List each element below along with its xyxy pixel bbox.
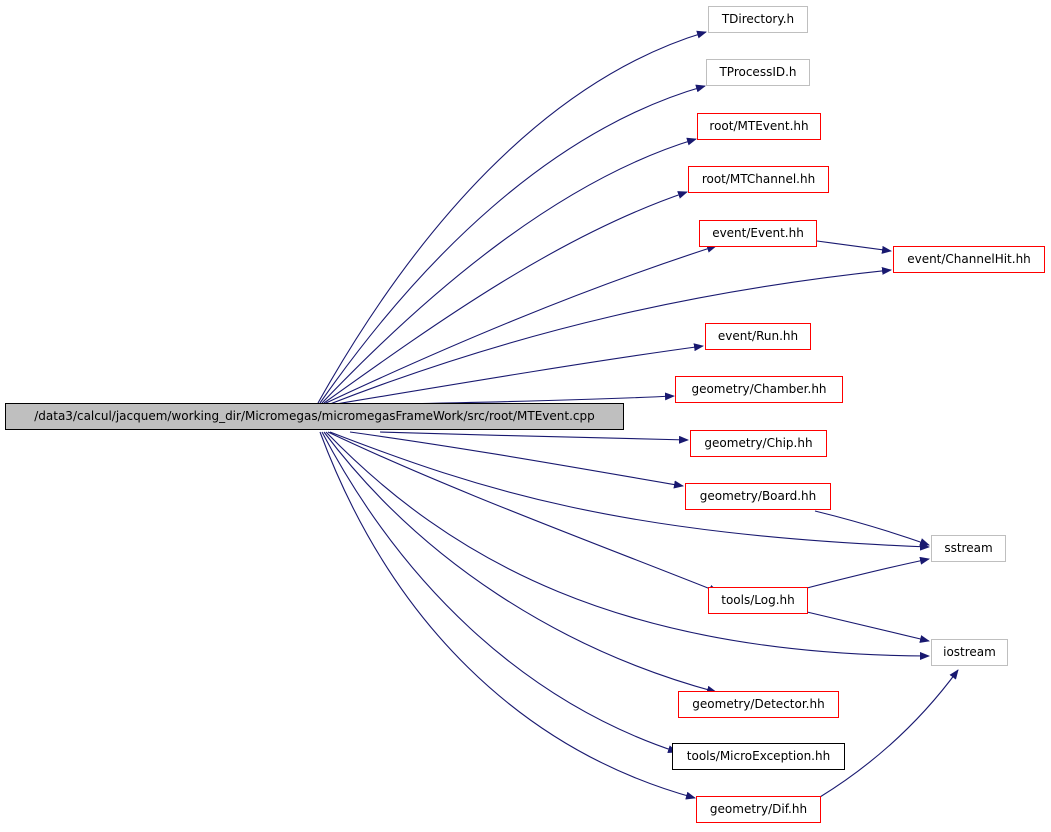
node-event-event[interactable]: event/Event.hh	[699, 220, 817, 247]
node-iostream[interactable]: iostream	[931, 639, 1008, 666]
node-geometry-dif[interactable]: geometry/Dif.hh	[696, 796, 821, 823]
edge-board-to-sstream	[814, 510, 930, 546]
node-tools-log[interactable]: tools/Log.hh	[708, 587, 808, 614]
node-sstream[interactable]: sstream	[931, 535, 1006, 562]
root-source-file-node: /data3/calcul/jacquem/working_dir/Microm…	[5, 403, 624, 430]
edge-root-to-tprocessid	[319, 84, 706, 404]
edge-root-to-channelhit	[329, 266, 892, 405]
edge-root-to-event	[325, 244, 717, 404]
node-event-channelhit[interactable]: event/ChannelHit.hh	[893, 246, 1045, 273]
edge-root-to-mtchannel	[323, 191, 688, 404]
edge-log-to-iostream	[806, 611, 930, 643]
node-geometry-detector[interactable]: geometry/Detector.hh	[678, 691, 839, 718]
node-tools-microexception[interactable]: tools/MicroException.hh	[672, 743, 845, 770]
node-geometry-board[interactable]: geometry/Board.hh	[685, 483, 831, 510]
node-root-mtevent[interactable]: root/MTEvent.hh	[697, 113, 821, 140]
edge-root-to-microexception	[321, 431, 678, 753]
edge-root-to-chip	[379, 431, 689, 444]
node-event-run[interactable]: event/Run.hh	[705, 323, 811, 350]
edge-root-to-board	[349, 431, 684, 489]
edge-log-to-sstream	[806, 556, 930, 589]
edge-event-to-channelhit	[816, 240, 892, 254]
edge-dif-to-iostream	[819, 669, 959, 798]
node-tdirectory[interactable]: TDirectory.h	[708, 6, 808, 33]
node-geometry-chamber[interactable]: geometry/Chamber.hh	[675, 376, 843, 403]
edge-root-to-sstream	[329, 431, 930, 551]
edge-root-to-iostream	[325, 431, 930, 660]
edge-root-to-tdirectory	[317, 30, 707, 404]
edge-root-to-dif	[319, 431, 696, 800]
edge-root-to-log	[327, 431, 719, 593]
edge-root-to-detector	[323, 431, 717, 694]
node-root-mtchannel[interactable]: root/MTChannel.hh	[688, 166, 829, 193]
edge-root-to-run	[335, 343, 704, 405]
node-tprocessid[interactable]: TProcessID.h	[706, 59, 810, 86]
edge-root-to-mtevent	[321, 137, 697, 404]
node-geometry-chip[interactable]: geometry/Chip.hh	[690, 430, 827, 457]
